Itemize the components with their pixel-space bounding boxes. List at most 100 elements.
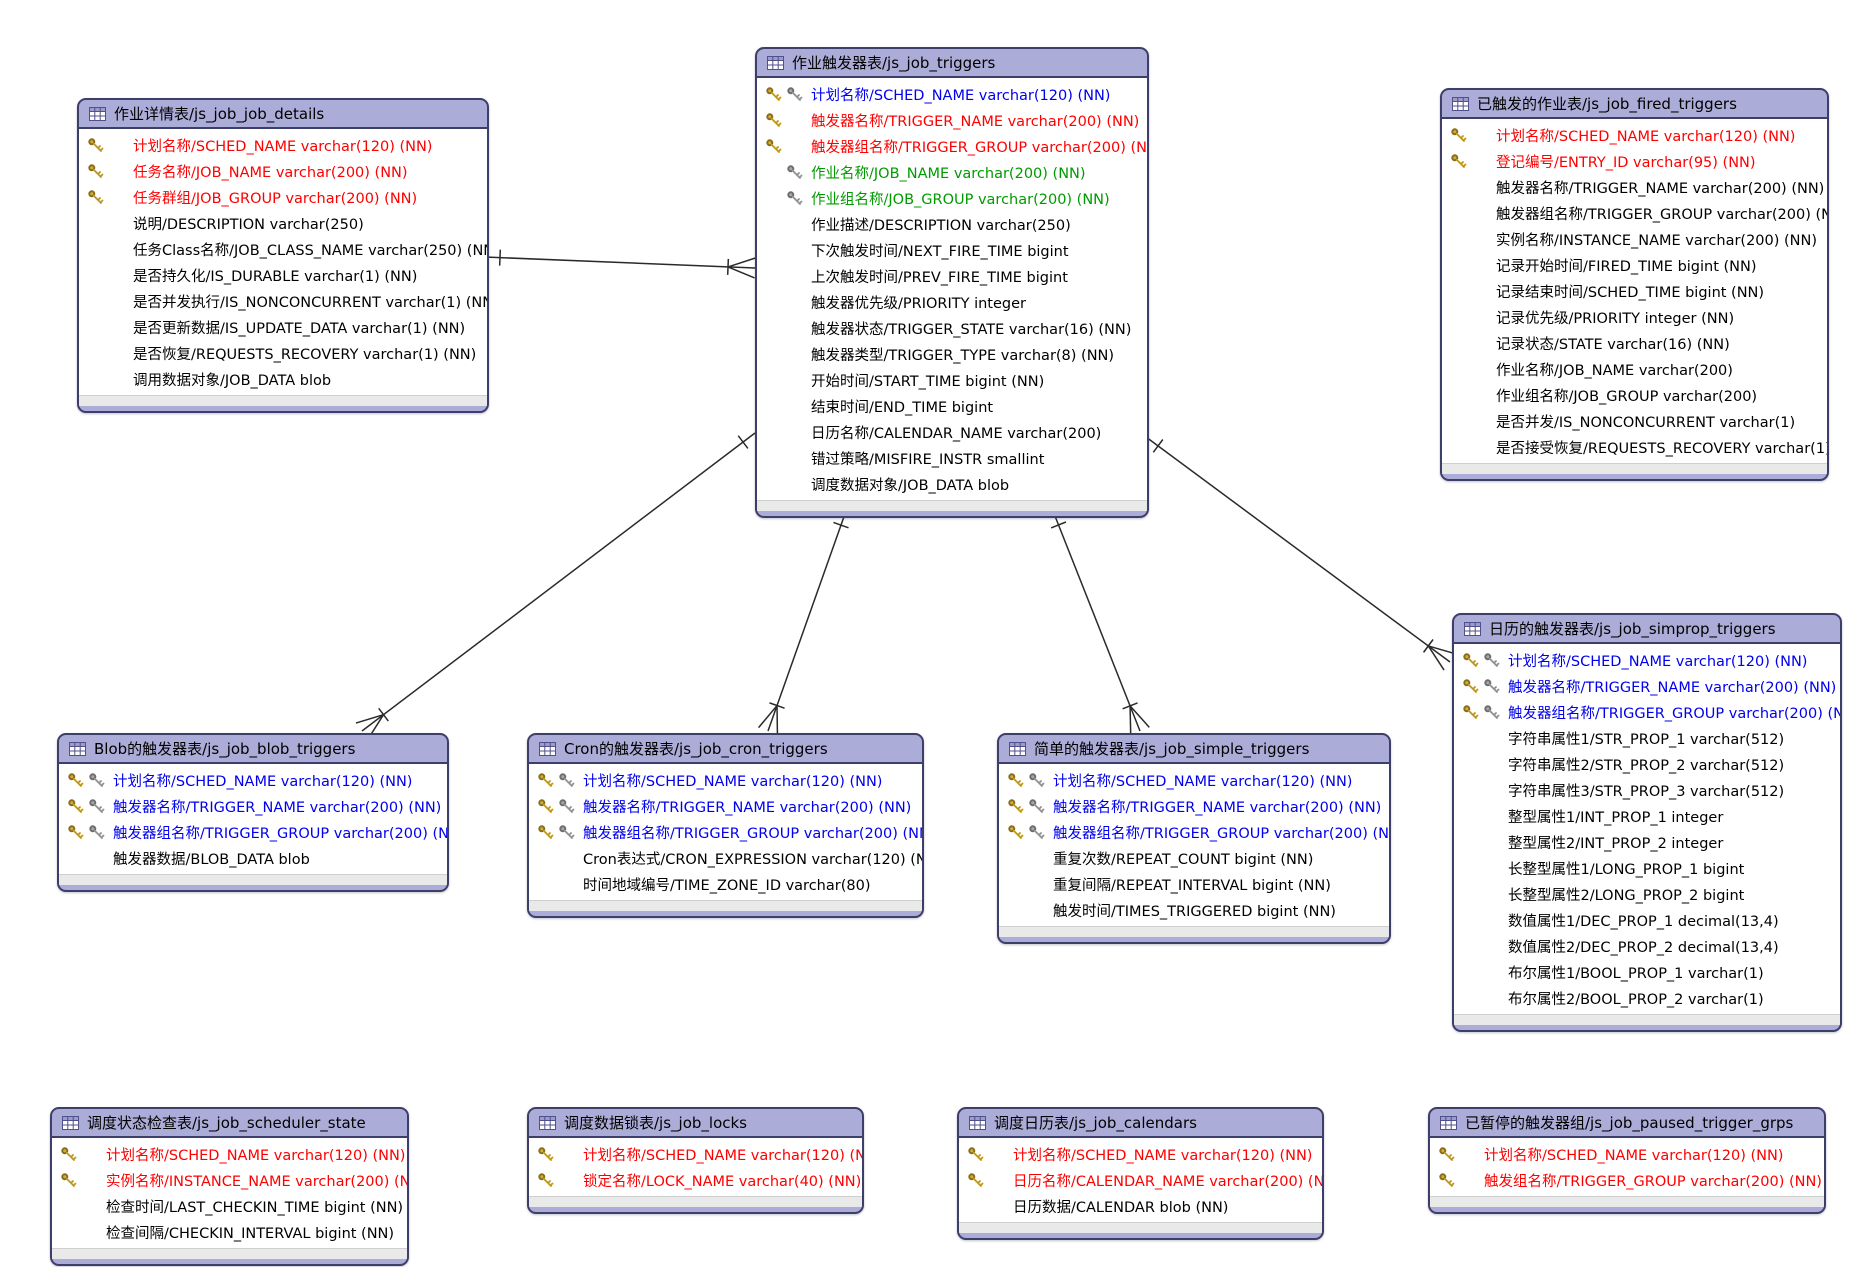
- column-row[interactable]: 时间地域编号/TIME_ZONE_ID varchar(80): [529, 871, 922, 897]
- column-row[interactable]: 长整型属性1/LONG_PROP_1 bigint: [1454, 855, 1840, 881]
- column-row[interactable]: 计划名称/SCHED_NAME varchar(120) (NN): [79, 132, 487, 158]
- column-row[interactable]: 触发时间/TIMES_TRIGGERED bigint (NN): [999, 897, 1389, 923]
- column-row[interactable]: 触发器组名称/TRIGGER_GROUP varchar(200) (NN): [1442, 200, 1827, 226]
- column-row[interactable]: 记录开始时间/FIRED_TIME bigint (NN): [1442, 252, 1827, 278]
- column-row[interactable]: 计划名称/SCHED_NAME varchar(120) (NN): [1454, 647, 1840, 673]
- column-row[interactable]: 锁定名称/LOCK_NAME varchar(40) (NN): [529, 1167, 862, 1193]
- column-row[interactable]: 触发器类型/TRIGGER_TYPE varchar(8) (NN): [757, 341, 1147, 367]
- column-row[interactable]: 计划名称/SCHED_NAME varchar(120) (NN): [52, 1141, 407, 1167]
- column-row[interactable]: 触发器名称/TRIGGER_NAME varchar(200) (NN): [1442, 174, 1827, 200]
- column-row[interactable]: 是否并发/IS_NONCONCURRENT varchar(1): [1442, 408, 1827, 434]
- column-row[interactable]: 实例名称/INSTANCE_NAME varchar(200) (NN): [52, 1167, 407, 1193]
- column-row[interactable]: Cron表达式/CRON_EXPRESSION varchar(120) (NN…: [529, 845, 922, 871]
- table-header[interactable]: 已暂停的触发器组/js_job_paused_trigger_grps: [1430, 1109, 1824, 1138]
- column-row[interactable]: 计划名称/SCHED_NAME varchar(120) (NN): [999, 767, 1389, 793]
- table-js_job_simprop_triggers[interactable]: 日历的触发器表/js_job_simprop_triggers 计划名称/SCHE…: [1452, 613, 1842, 1032]
- table-header[interactable]: 已触发的作业表/js_job_fired_triggers: [1442, 90, 1827, 119]
- table-js_job_paused_trigger_grps[interactable]: 已暂停的触发器组/js_job_paused_trigger_grps 计划名称/…: [1428, 1107, 1826, 1214]
- column-row[interactable]: 触发器组名称/TRIGGER_GROUP varchar(200) (NN): [529, 819, 922, 845]
- column-row[interactable]: 任务群组/JOB_GROUP varchar(200) (NN): [79, 184, 487, 210]
- column-row[interactable]: 上次触发时间/PREV_FIRE_TIME bigint: [757, 263, 1147, 289]
- table-js_job_calendars[interactable]: 调度日历表/js_job_calendars 计划名称/SCHED_NAME va…: [957, 1107, 1324, 1240]
- table-header[interactable]: 简单的触发器表/js_job_simple_triggers: [999, 735, 1389, 764]
- column-row[interactable]: 计划名称/SCHED_NAME varchar(120) (NN): [959, 1141, 1322, 1167]
- column-row[interactable]: 触发器名称/TRIGGER_NAME varchar(200) (NN): [757, 107, 1147, 133]
- column-row[interactable]: 日历名称/CALENDAR_NAME varchar(200): [757, 419, 1147, 445]
- table-js_job_job_details[interactable]: 作业详情表/js_job_job_details 计划名称/SCHED_NAME …: [77, 98, 489, 413]
- table-js_job_fired_triggers[interactable]: 已触发的作业表/js_job_fired_triggers 计划名称/SCHED_…: [1440, 88, 1829, 481]
- column-row[interactable]: 触发器组名称/TRIGGER_GROUP varchar(200) (NN): [1454, 699, 1840, 725]
- column-row[interactable]: 触发器优先级/PRIORITY integer: [757, 289, 1147, 315]
- table-js_job_locks[interactable]: 调度数据锁表/js_job_locks 计划名称/SCHED_NAME varch…: [527, 1107, 864, 1214]
- column-row[interactable]: 是否恢复/REQUESTS_RECOVERY varchar(1) (NN): [79, 340, 487, 366]
- table-header[interactable]: 调度数据锁表/js_job_locks: [529, 1109, 862, 1138]
- table-js_job_scheduler_state[interactable]: 调度状态检查表/js_job_scheduler_state 计划名称/SCHED…: [50, 1107, 409, 1266]
- table-header[interactable]: Cron的触发器表/js_job_cron_triggers: [529, 735, 922, 764]
- table-header[interactable]: 作业触发器表/js_job_triggers: [757, 49, 1147, 78]
- column-row[interactable]: 计划名称/SCHED_NAME varchar(120) (NN): [59, 767, 447, 793]
- column-row[interactable]: 触发器名称/TRIGGER_NAME varchar(200) (NN): [999, 793, 1389, 819]
- table-header[interactable]: 作业详情表/js_job_job_details: [79, 100, 487, 129]
- column-row[interactable]: 记录优先级/PRIORITY integer (NN): [1442, 304, 1827, 330]
- column-row[interactable]: 布尔属性1/BOOL_PROP_1 varchar(1): [1454, 959, 1840, 985]
- column-row[interactable]: 检查间隔/CHECKIN_INTERVAL bigint (NN): [52, 1219, 407, 1245]
- column-row[interactable]: 字符串属性1/STR_PROP_1 varchar(512): [1454, 725, 1840, 751]
- column-row[interactable]: 作业组名称/JOB_GROUP varchar(200): [1442, 382, 1827, 408]
- column-row[interactable]: 触发组名称/TRIGGER_GROUP varchar(200) (NN): [1430, 1167, 1824, 1193]
- column-row[interactable]: 是否并发执行/IS_NONCONCURRENT varchar(1) (NN): [79, 288, 487, 314]
- column-row[interactable]: 是否持久化/IS_DURABLE varchar(1) (NN): [79, 262, 487, 288]
- column-row[interactable]: 作业描述/DESCRIPTION varchar(250): [757, 211, 1147, 237]
- column-row[interactable]: 触发器名称/TRIGGER_NAME varchar(200) (NN): [529, 793, 922, 819]
- column-row[interactable]: 计划名称/SCHED_NAME varchar(120) (NN): [1430, 1141, 1824, 1167]
- column-row[interactable]: 整型属性2/INT_PROP_2 integer: [1454, 829, 1840, 855]
- column-row[interactable]: 记录状态/STATE varchar(16) (NN): [1442, 330, 1827, 356]
- column-row[interactable]: 调度数据对象/JOB_DATA blob: [757, 471, 1147, 497]
- table-js_job_blob_triggers[interactable]: Blob的触发器表/js_job_blob_triggers 计划名称/SCHED…: [57, 733, 449, 892]
- column-row[interactable]: 任务Class名称/JOB_CLASS_NAME varchar(250) (N…: [79, 236, 487, 262]
- column-row[interactable]: 调用数据对象/JOB_DATA blob: [79, 366, 487, 392]
- column-row[interactable]: 重复间隔/REPEAT_INTERVAL bigint (NN): [999, 871, 1389, 897]
- table-header[interactable]: 调度状态检查表/js_job_scheduler_state: [52, 1109, 407, 1138]
- column-row[interactable]: 开始时间/START_TIME bigint (NN): [757, 367, 1147, 393]
- column-row[interactable]: 字符串属性3/STR_PROP_3 varchar(512): [1454, 777, 1840, 803]
- column-row[interactable]: 作业组名称/JOB_GROUP varchar(200) (NN): [757, 185, 1147, 211]
- column-row[interactable]: 数值属性2/DEC_PROP_2 decimal(13,4): [1454, 933, 1840, 959]
- table-js_job_simple_triggers[interactable]: 简单的触发器表/js_job_simple_triggers 计划名称/SCHED…: [997, 733, 1391, 944]
- column-row[interactable]: 作业名称/JOB_NAME varchar(200): [1442, 356, 1827, 382]
- column-row[interactable]: 数值属性1/DEC_PROP_1 decimal(13,4): [1454, 907, 1840, 933]
- column-row[interactable]: 重复次数/REPEAT_COUNT bigint (NN): [999, 845, 1389, 871]
- column-row[interactable]: 作业名称/JOB_NAME varchar(200) (NN): [757, 159, 1147, 185]
- column-row[interactable]: 实例名称/INSTANCE_NAME varchar(200) (NN): [1442, 226, 1827, 252]
- column-row[interactable]: 触发器组名称/TRIGGER_GROUP varchar(200) (NN): [59, 819, 447, 845]
- column-row[interactable]: 计划名称/SCHED_NAME varchar(120) (NN): [1442, 122, 1827, 148]
- table-js_job_cron_triggers[interactable]: Cron的触发器表/js_job_cron_triggers 计划名称/SCHED…: [527, 733, 924, 918]
- column-row[interactable]: 触发器组名称/TRIGGER_GROUP varchar(200) (NN): [757, 133, 1147, 159]
- column-row[interactable]: 长整型属性2/LONG_PROP_2 bigint: [1454, 881, 1840, 907]
- column-row[interactable]: 日历名称/CALENDAR_NAME varchar(200) (NN): [959, 1167, 1322, 1193]
- column-row[interactable]: 字符串属性2/STR_PROP_2 varchar(512): [1454, 751, 1840, 777]
- table-header[interactable]: 日历的触发器表/js_job_simprop_triggers: [1454, 615, 1840, 644]
- column-row[interactable]: 任务名称/JOB_NAME varchar(200) (NN): [79, 158, 487, 184]
- table-header[interactable]: Blob的触发器表/js_job_blob_triggers: [59, 735, 447, 764]
- column-row[interactable]: 是否更新数据/IS_UPDATE_DATA varchar(1) (NN): [79, 314, 487, 340]
- table-header[interactable]: 调度日历表/js_job_calendars: [959, 1109, 1322, 1138]
- column-row[interactable]: 日历数据/CALENDAR blob (NN): [959, 1193, 1322, 1219]
- column-row[interactable]: 触发器组名称/TRIGGER_GROUP varchar(200) (NN): [999, 819, 1389, 845]
- column-row[interactable]: 触发器名称/TRIGGER_NAME varchar(200) (NN): [59, 793, 447, 819]
- column-row[interactable]: 错过策略/MISFIRE_INSTR smallint: [757, 445, 1147, 471]
- column-row[interactable]: 触发器数据/BLOB_DATA blob: [59, 845, 447, 871]
- table-js_job_triggers[interactable]: 作业触发器表/js_job_triggers 计划名称/SCHED_NAME va…: [755, 47, 1149, 518]
- column-row[interactable]: 布尔属性2/BOOL_PROP_2 varchar(1): [1454, 985, 1840, 1011]
- column-row[interactable]: 计划名称/SCHED_NAME varchar(120) (NN): [757, 81, 1147, 107]
- column-row[interactable]: 结束时间/END_TIME bigint: [757, 393, 1147, 419]
- column-row[interactable]: 下次触发时间/NEXT_FIRE_TIME bigint: [757, 237, 1147, 263]
- column-row[interactable]: 记录结束时间/SCHED_TIME bigint (NN): [1442, 278, 1827, 304]
- column-row[interactable]: 计划名称/SCHED_NAME varchar(120) (NN): [529, 1141, 862, 1167]
- column-row[interactable]: 是否接受恢复/REQUESTS_RECOVERY varchar(1): [1442, 434, 1827, 460]
- column-row[interactable]: 说明/DESCRIPTION varchar(250): [79, 210, 487, 236]
- column-row[interactable]: 触发器状态/TRIGGER_STATE varchar(16) (NN): [757, 315, 1147, 341]
- column-row[interactable]: 触发器名称/TRIGGER_NAME varchar(200) (NN): [1454, 673, 1840, 699]
- column-row[interactable]: 检查时间/LAST_CHECKIN_TIME bigint (NN): [52, 1193, 407, 1219]
- column-row[interactable]: 计划名称/SCHED_NAME varchar(120) (NN): [529, 767, 922, 793]
- column-row[interactable]: 登记编号/ENTRY_ID varchar(95) (NN): [1442, 148, 1827, 174]
